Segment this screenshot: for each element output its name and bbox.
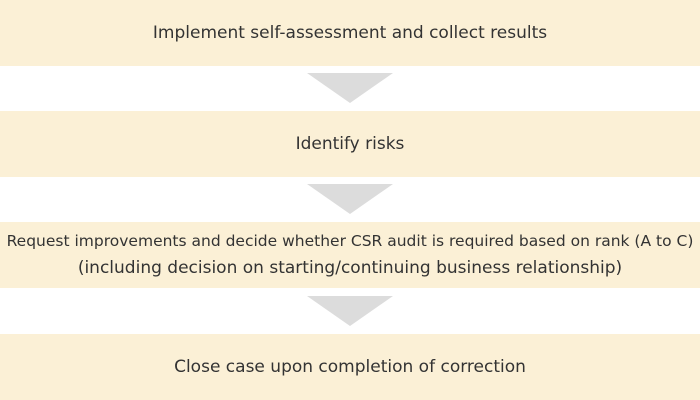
down-arrow-icon xyxy=(307,73,393,103)
step-label: Close case upon completion of correction xyxy=(174,356,526,377)
down-arrow-icon xyxy=(307,296,393,326)
step-label: Implement self-assessment and collect re… xyxy=(152,22,548,43)
step-box-close-case: Close case upon completion of correction xyxy=(0,334,700,400)
step-label-note: (including decision on starting/continui… xyxy=(77,258,623,278)
step-box-identify-risks: Identify risks xyxy=(0,111,700,177)
step-box-self-assessment: Implement self-assessment and collect re… xyxy=(0,0,700,66)
step-label: Request improvements and decide whether … xyxy=(6,232,694,250)
step-box-request-improvements: Request improvements and decide whether … xyxy=(0,222,700,288)
down-arrow-icon xyxy=(307,184,393,214)
step-label: Identify risks xyxy=(295,133,405,154)
